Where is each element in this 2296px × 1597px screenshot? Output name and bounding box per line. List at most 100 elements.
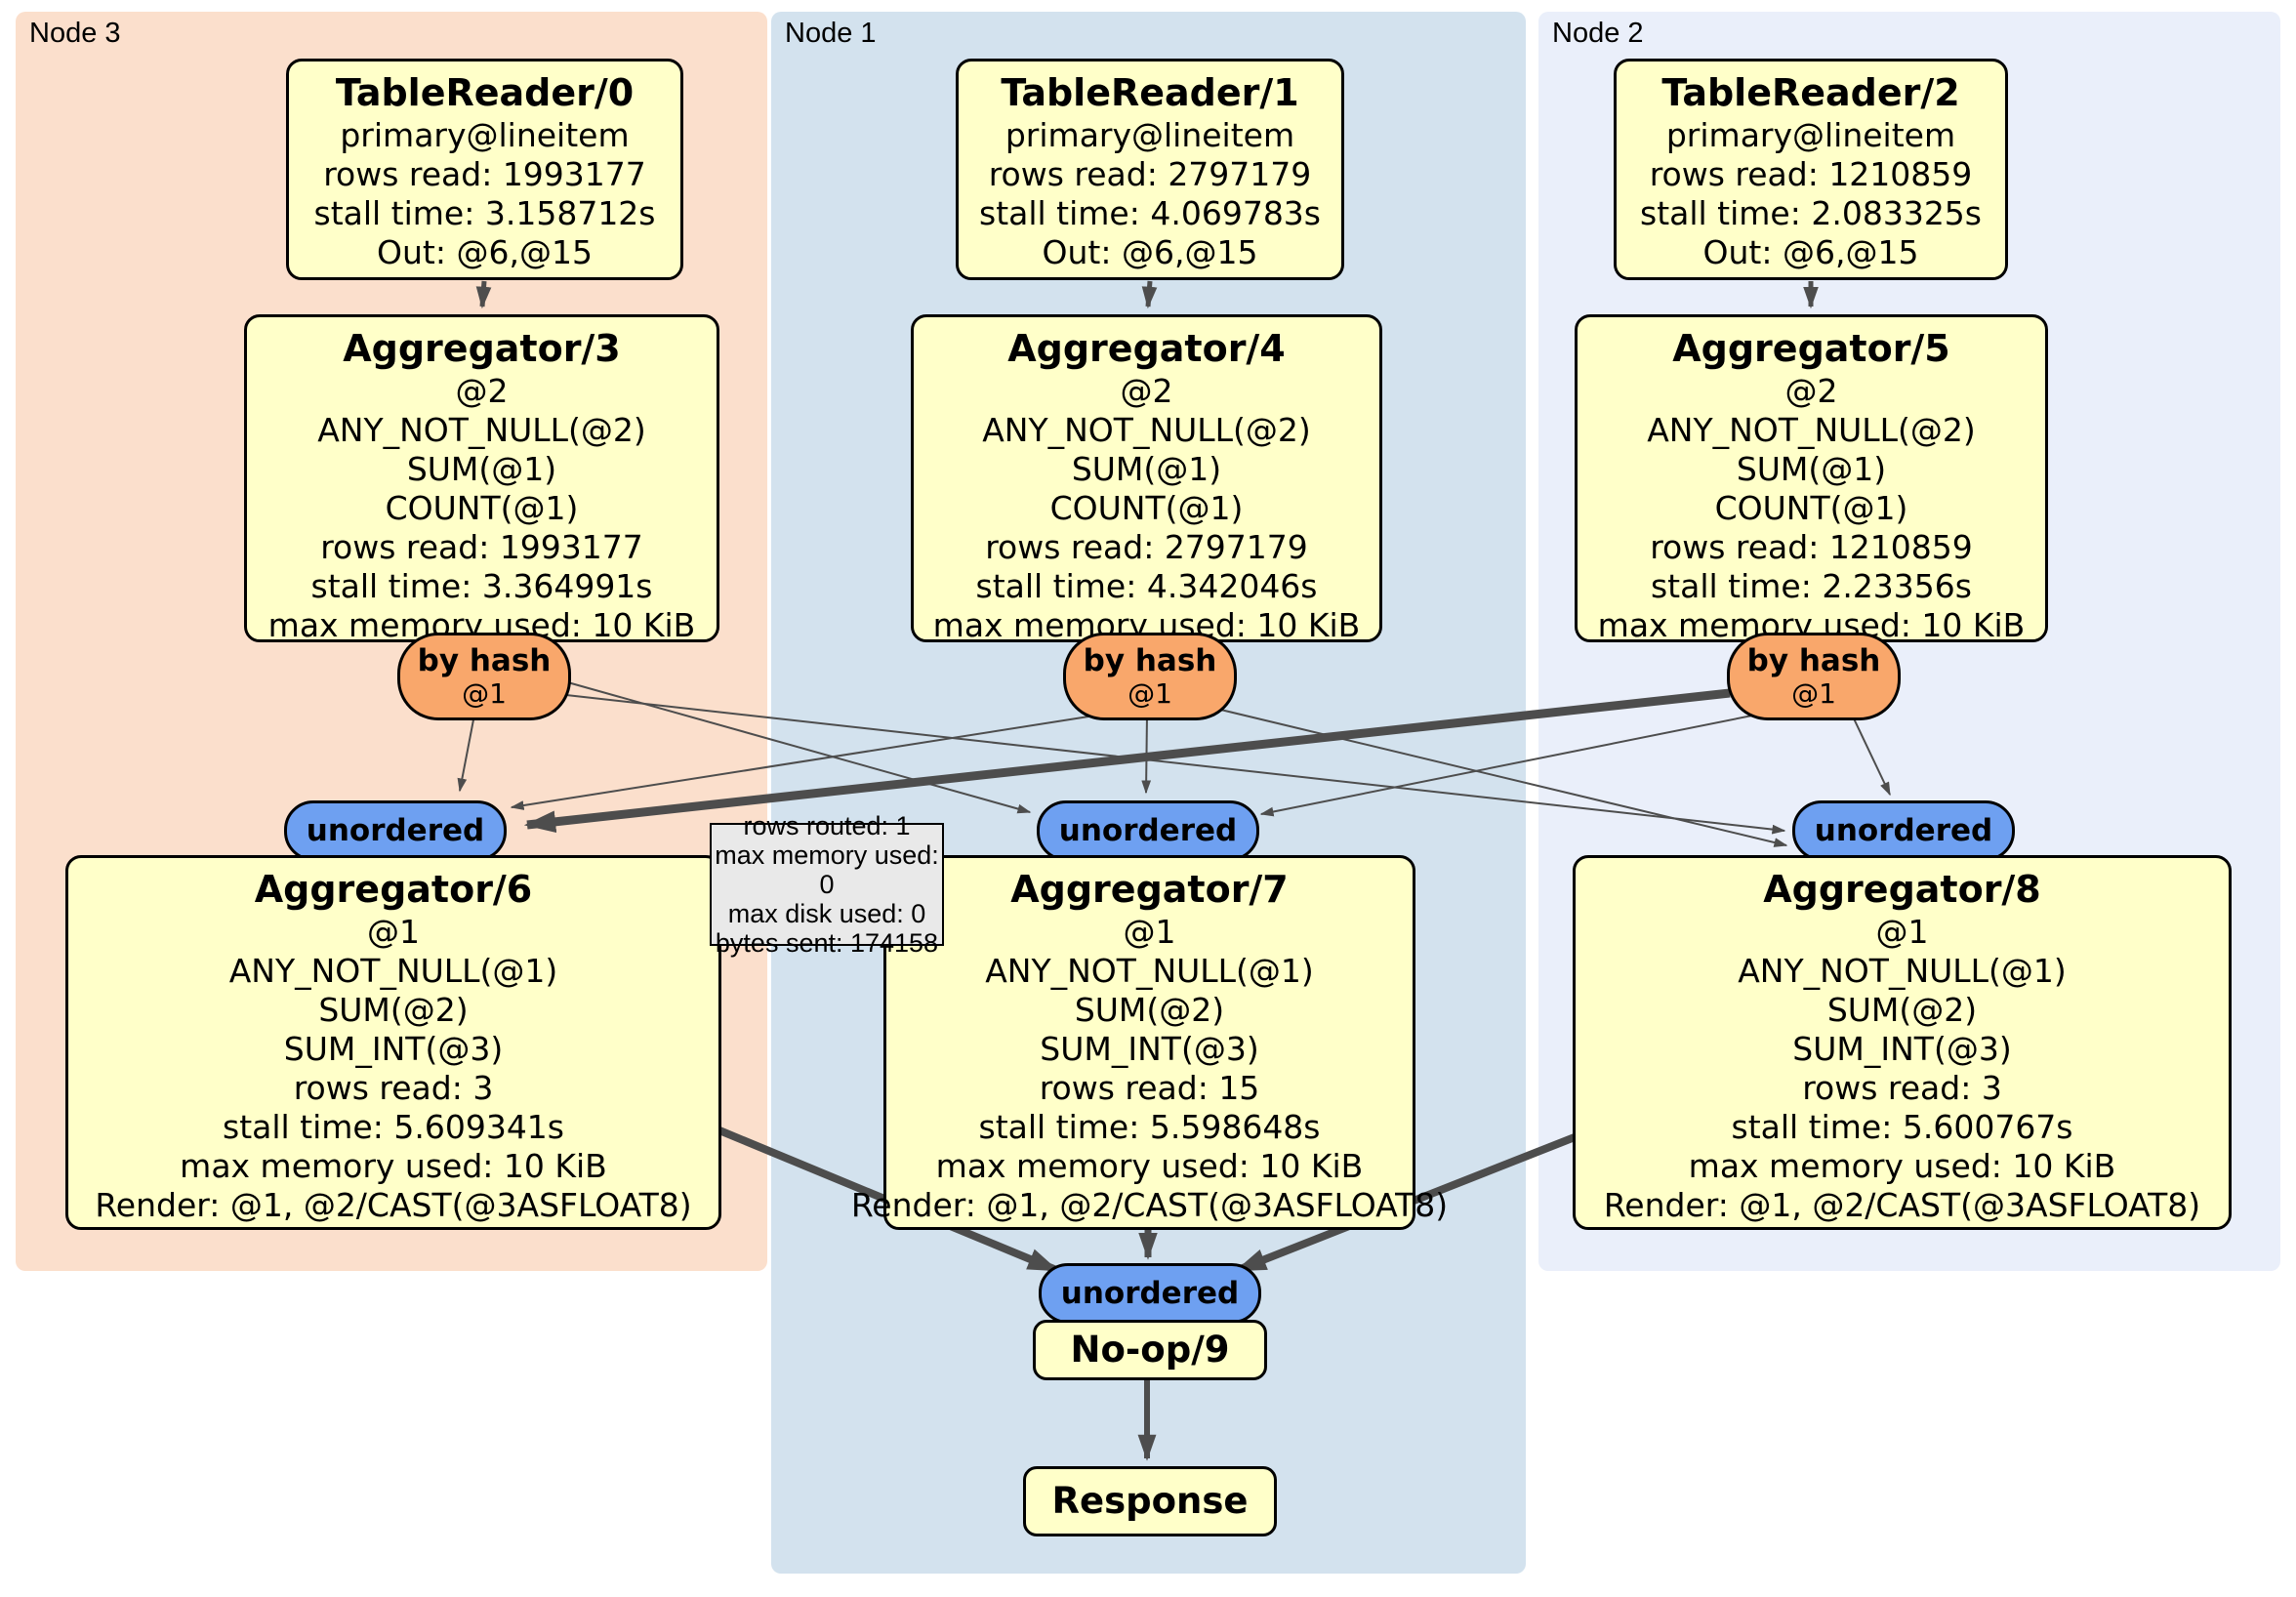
- processor-line: SUM(@1): [1071, 450, 1222, 488]
- processor-line: stall time: 3.364991s: [310, 567, 653, 605]
- panel-label-node-2: Node 2: [1552, 18, 1644, 49]
- processor-title: TableReader/1: [1001, 71, 1299, 114]
- router-hash-columns: @1: [462, 677, 507, 710]
- processor-line: Render: @1, @2/CAST(@3ASFLOAT8): [1603, 1186, 2201, 1224]
- processor-line: rows read: 3: [293, 1069, 494, 1107]
- processor-line: COUNT(@1): [1049, 489, 1244, 527]
- processor-title: Aggregator/8: [1763, 868, 2041, 911]
- processor-line: ANY_NOT_NULL(@1): [985, 952, 1314, 990]
- processor-line: ANY_NOT_NULL(@1): [1738, 952, 2067, 990]
- router-label: by hash: [1083, 643, 1217, 678]
- processor-line: rows read: 2797179: [988, 155, 1312, 193]
- edge-tr0-agg3[interactable]: [475, 280, 492, 309]
- processor-title: Aggregator/5: [1672, 327, 1950, 370]
- processor-tablereader-2[interactable]: TableReader/2 primary@lineitem rows read…: [1614, 59, 2008, 280]
- tooltip-line: max memory used: 0: [715, 840, 939, 899]
- router-hash-columns: @1: [1128, 677, 1172, 710]
- processor-title: TableReader/2: [1661, 71, 1960, 114]
- processor-line: stall time: 4.069783s: [979, 194, 1321, 232]
- processor-line: max memory used: 10 KiB: [935, 1147, 1364, 1185]
- processor-title: Aggregator/3: [343, 327, 621, 370]
- processor-line: ANY_NOT_NULL(@2): [1647, 411, 1976, 449]
- processor-aggregator-6[interactable]: Aggregator/6 @1 ANY_NOT_NULL(@1) SUM(@2)…: [65, 855, 721, 1230]
- processor-line: ANY_NOT_NULL(@2): [982, 411, 1311, 449]
- processor-line: primary@lineitem: [340, 116, 630, 154]
- panel-label-node-3: Node 3: [29, 18, 121, 49]
- processor-aggregator-4[interactable]: Aggregator/4 @2 ANY_NOT_NULL(@2) SUM(@1)…: [911, 314, 1382, 644]
- edge-hash3-unordered6[interactable]: [457, 714, 475, 793]
- processor-title: Response: [1051, 1480, 1249, 1522]
- processor-title: TableReader/0: [335, 71, 635, 114]
- processor-line: @2: [1784, 372, 1838, 410]
- edge-tr1-agg4[interactable]: [1141, 280, 1158, 309]
- edge-hash4-unordered6[interactable]: [510, 714, 1102, 810]
- processor-line: stall time: 5.609341s: [223, 1108, 564, 1146]
- processor-title: Aggregator/7: [1010, 868, 1289, 911]
- processor-line: @2: [1120, 372, 1173, 410]
- stream-unordered-7[interactable]: unordered: [1037, 800, 1259, 861]
- processor-line: max memory used: 10 KiB: [180, 1147, 607, 1185]
- processor-line: stall time: 5.600767s: [1731, 1108, 2073, 1146]
- processor-line: rows read: 15: [1039, 1069, 1260, 1107]
- processor-response[interactable]: Response: [1023, 1466, 1277, 1536]
- processor-line: @1: [367, 913, 420, 951]
- stream-unordered-6[interactable]: unordered: [284, 800, 507, 861]
- router-by-hash-5[interactable]: by hash @1: [1727, 633, 1901, 720]
- router-by-hash-3[interactable]: by hash @1: [397, 633, 571, 720]
- processor-line: @1: [1875, 913, 1929, 951]
- processor-title: No-op/9: [1070, 1329, 1230, 1371]
- router-by-hash-4[interactable]: by hash @1: [1063, 633, 1237, 720]
- edge-hash5-unordered6-heavy[interactable]: [523, 688, 1731, 834]
- processor-line: Render: @1, @2/CAST(@3ASFLOAT8): [850, 1186, 1449, 1224]
- processor-line: rows read: 1993177: [320, 528, 643, 566]
- processor-line: SUM(@2): [1074, 991, 1225, 1029]
- processor-line: @1: [1123, 913, 1176, 951]
- edge-hash5-unordered7[interactable]: [1259, 714, 1758, 817]
- processor-line: stall time: 2.083325s: [1640, 194, 1982, 232]
- edge-hash5-unordered8[interactable]: [1852, 716, 1891, 797]
- processor-title: Aggregator/4: [1007, 327, 1286, 370]
- processor-noop-9[interactable]: No-op/9: [1033, 1320, 1267, 1380]
- panel-label-node-1: Node 1: [785, 18, 877, 49]
- processor-line: SUM(@2): [318, 991, 469, 1029]
- processor-line: ANY_NOT_NULL(@1): [228, 952, 558, 990]
- stream-label: unordered: [1814, 813, 1993, 848]
- processor-aggregator-7[interactable]: Aggregator/7 @1 ANY_NOT_NULL(@1) SUM(@2)…: [851, 855, 1448, 1230]
- processor-line: stall time: 4.342046s: [975, 567, 1318, 605]
- processor-tablereader-1[interactable]: TableReader/1 primary@lineitem rows read…: [956, 59, 1344, 280]
- processor-line: SUM_INT(@3): [1040, 1030, 1259, 1068]
- stream-unordered-8[interactable]: unordered: [1792, 800, 2015, 861]
- processor-title: Aggregator/6: [254, 868, 533, 911]
- processor-line: Out: @6,@15: [1702, 233, 1919, 271]
- processor-tablereader-0[interactable]: TableReader/0 primary@lineitem rows read…: [286, 59, 683, 280]
- processor-line: SUM(@2): [1826, 991, 1978, 1029]
- processor-line: SUM_INT(@3): [1792, 1030, 2012, 1068]
- processor-line: ANY_NOT_NULL(@2): [317, 411, 646, 449]
- processor-line: Out: @6,@15: [1042, 233, 1258, 271]
- processor-aggregator-8[interactable]: Aggregator/8 @1 ANY_NOT_NULL(@1) SUM(@2)…: [1573, 855, 2232, 1230]
- processor-line: @2: [455, 372, 509, 410]
- processor-aggregator-3[interactable]: Aggregator/3 @2 ANY_NOT_NULL(@2) SUM(@1)…: [244, 314, 719, 644]
- tooltip-line: max disk used: 0: [727, 899, 926, 928]
- edge-hash3-unordered8[interactable]: [565, 694, 1786, 835]
- processor-line: Out: @6,@15: [377, 233, 593, 271]
- stream-label: unordered: [1058, 813, 1238, 848]
- processor-line: SUM(@1): [1736, 450, 1887, 488]
- tooltip-line: bytes sent: 174158: [715, 928, 939, 958]
- processor-line: stall time: 2.23356s: [1650, 567, 1972, 605]
- stream-unordered-9[interactable]: unordered: [1039, 1263, 1261, 1324]
- processor-line: rows read: 1210859: [1649, 155, 1973, 193]
- processor-line: Render: @1, @2/CAST(@3ASFLOAT8): [95, 1186, 692, 1224]
- tooltip-line: rows routed: 1: [743, 811, 911, 840]
- edge-hash4-unordered8[interactable]: [1208, 706, 1788, 847]
- processor-line: SUM(@1): [406, 450, 557, 488]
- processor-line: primary@lineitem: [1665, 116, 1956, 154]
- router-hash-columns: @1: [1791, 677, 1836, 710]
- stream-label: unordered: [1060, 1276, 1240, 1311]
- processor-line: max memory used: 10 KiB: [1688, 1147, 2116, 1185]
- processor-line: stall time: 3.158712s: [313, 194, 656, 232]
- processor-aggregator-5[interactable]: Aggregator/5 @2 ANY_NOT_NULL(@2) SUM(@1)…: [1575, 314, 2048, 644]
- router-label: by hash: [1746, 643, 1881, 678]
- processor-line: COUNT(@1): [1714, 489, 1908, 527]
